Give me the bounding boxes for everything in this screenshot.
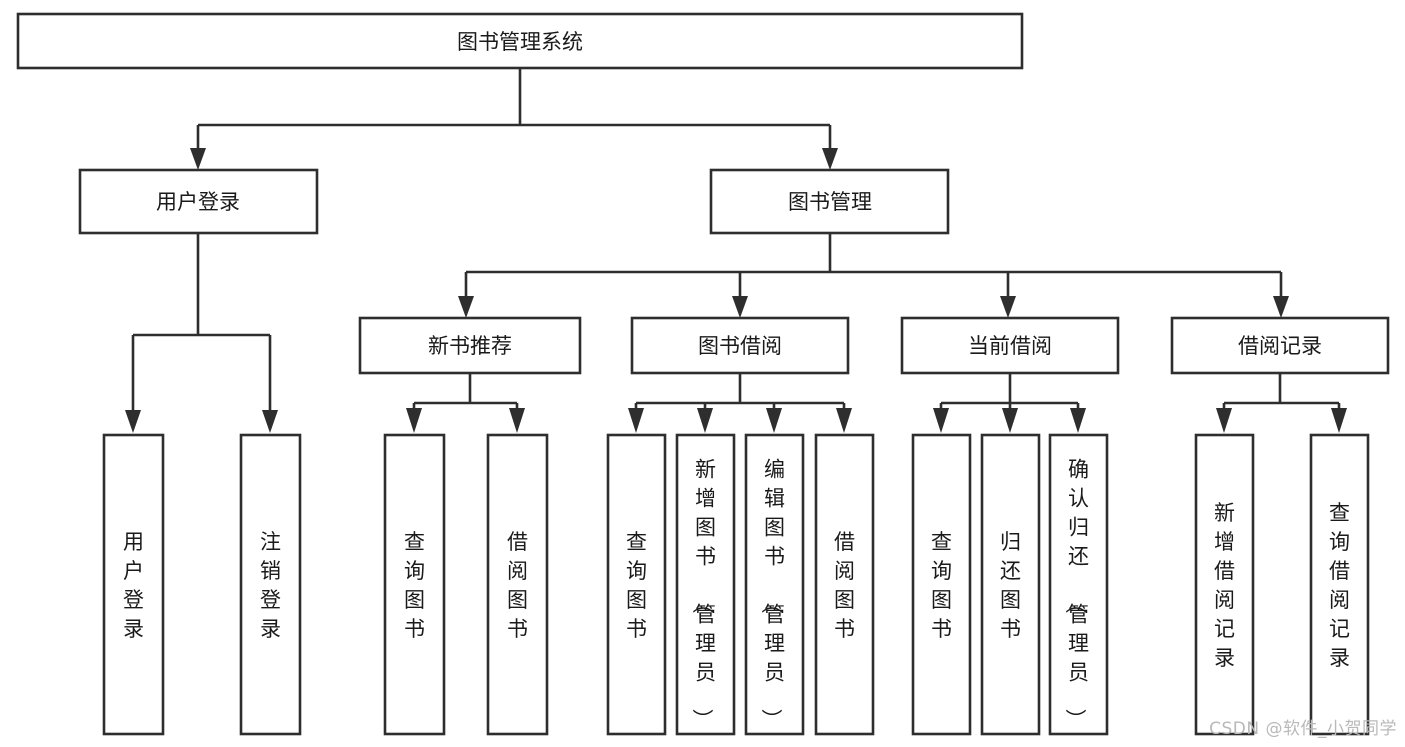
arrow-borrow-record-leaf-1 [1331, 408, 1347, 433]
node-borrow-record-label: 借阅记录 [1238, 334, 1322, 358]
leaf-borrow-record-0-box[interactable] [1194, 433, 1255, 736]
leaf-new-book-0[interactable] [383, 433, 446, 736]
leaf-current-borrow-1-label: 归还图书 [1000, 530, 1021, 641]
arrow-book-borrow-leaf-3 [836, 408, 852, 433]
arrow-new-book-leaf-0 [406, 408, 422, 433]
leaf-book-borrow-0-label: 查询图书 [626, 530, 647, 641]
leaf-borrow-record-0-label: 新增借阅记录 [1214, 501, 1235, 670]
leaf-current-borrow-2-label: 确认归还（管理员） [1063, 458, 1089, 730]
arrow-to-user-login [190, 148, 206, 170]
leaf-current-borrow-0-label: 查询图书 [931, 530, 952, 641]
node-root[interactable]: 图书管理系统 [16, 12, 1024, 70]
arrow-to-current-borrow [1000, 296, 1016, 318]
leaf-current-borrow-1-box[interactable] [980, 433, 1041, 736]
leaf-new-book-1-label: 借阅图书 [507, 530, 528, 641]
leaf-current-borrow-0-box[interactable] [911, 433, 972, 736]
node-current-borrow[interactable]: 当前借阅 [900, 316, 1120, 375]
leaf-user-login-1-label: 注销登录 [260, 530, 281, 641]
leaf-book-borrow-1[interactable] [675, 433, 736, 736]
leaf-current-borrow-2[interactable] [1048, 433, 1109, 736]
arrow-user-login-leaf-0 [125, 410, 141, 433]
leaf-borrow-record-1-label: 查询借阅记录 [1329, 501, 1350, 670]
arrow-current-borrow-leaf-0 [933, 408, 949, 433]
node-book-borrow-label: 图书借阅 [698, 334, 782, 358]
arrow-book-borrow-leaf-2 [766, 408, 782, 433]
leaf-book-borrow-3-box[interactable] [814, 433, 875, 736]
leaf-book-borrow-0-box[interactable] [606, 433, 667, 736]
node-new-book-recommend-box[interactable] [358, 316, 582, 375]
arrow-book-borrow-leaf-1 [697, 408, 713, 433]
leaf-user-login-1[interactable] [239, 433, 302, 736]
node-borrow-record[interactable]: 借阅记录 [1170, 316, 1390, 375]
leaf-user-login-1-box[interactable] [239, 433, 302, 736]
node-book-borrow[interactable]: 图书借阅 [630, 316, 850, 375]
node-book-manage[interactable]: 图书管理 [709, 168, 950, 235]
node-borrow-record-box[interactable] [1170, 316, 1390, 375]
node-book-manage-label: 图书管理 [788, 190, 872, 214]
node-current-borrow-label: 当前借阅 [968, 334, 1052, 358]
node-book-manage-box[interactable] [709, 168, 950, 235]
node-user-login-box[interactable] [78, 168, 319, 235]
node-current-borrow-box[interactable] [900, 316, 1120, 375]
leaf-book-borrow-1-box[interactable] [675, 433, 736, 736]
leaf-new-book-1-box[interactable] [486, 433, 549, 736]
leaf-new-book-0-label: 查询图书 [404, 530, 425, 641]
leaf-new-book-0-box[interactable] [383, 433, 446, 736]
watermark-label: CSDN @软件_小贺同学 [1209, 719, 1397, 739]
leaf-book-borrow-3[interactable] [814, 433, 875, 736]
leaf-book-borrow-2-box[interactable] [744, 433, 805, 736]
arrow-current-borrow-leaf-1 [1002, 408, 1018, 433]
leaf-user-login-0[interactable] [102, 433, 165, 736]
arrow-to-new-book-recommend [458, 296, 474, 318]
leaf-text-layer: 用户登录 注销登录 查询图书 借阅图书 查询图书 新增图书（管理员） 编辑图书（管理员） 借阅… [123, 458, 1350, 730]
node-root-box[interactable] [16, 12, 1024, 70]
arrow-current-borrow-leaf-2 [1070, 408, 1086, 433]
leaf-current-borrow-1[interactable] [980, 433, 1041, 736]
arrow-user-login-leaf-1 [262, 410, 278, 433]
node-root-label: 图书管理系统 [457, 30, 583, 54]
arrow-to-book-borrow [732, 296, 748, 318]
node-user-login-label: 用户登录 [156, 190, 240, 214]
leaf-user-login-0-box[interactable] [102, 433, 165, 736]
node-book-borrow-box[interactable] [630, 316, 850, 375]
node-new-book-recommend-label: 新书推荐 [428, 334, 512, 358]
arrow-to-book-manage [822, 148, 838, 170]
leaf-book-borrow-2[interactable] [744, 433, 805, 736]
arrow-new-book-leaf-1 [509, 408, 525, 433]
leaf-borrow-record-0[interactable] [1194, 433, 1255, 736]
node-user-login[interactable]: 用户登录 [78, 168, 319, 235]
arrow-borrow-record-leaf-0 [1216, 408, 1232, 433]
leaf-book-borrow-3-label: 借阅图书 [834, 530, 855, 641]
leaf-borrow-record-1[interactable] [1309, 433, 1370, 736]
connector-layer [125, 68, 1347, 433]
leaf-book-borrow-1-label: 新增图书（管理员） [690, 458, 716, 730]
leaf-book-borrow-0[interactable] [606, 433, 667, 736]
leaf-current-borrow-0[interactable] [911, 433, 972, 736]
leaf-borrow-record-1-box[interactable] [1309, 433, 1370, 736]
node-new-book-recommend[interactable]: 新书推荐 [358, 316, 582, 375]
arrow-book-borrow-leaf-0 [628, 408, 644, 433]
leaf-current-borrow-2-box[interactable] [1048, 433, 1109, 736]
leaf-user-login-0-label: 用户登录 [123, 530, 144, 641]
leaf-book-borrow-2-label: 编辑图书（管理员） [759, 458, 785, 730]
arrow-to-borrow-record [1273, 296, 1289, 318]
leaf-new-book-1[interactable] [486, 433, 549, 736]
